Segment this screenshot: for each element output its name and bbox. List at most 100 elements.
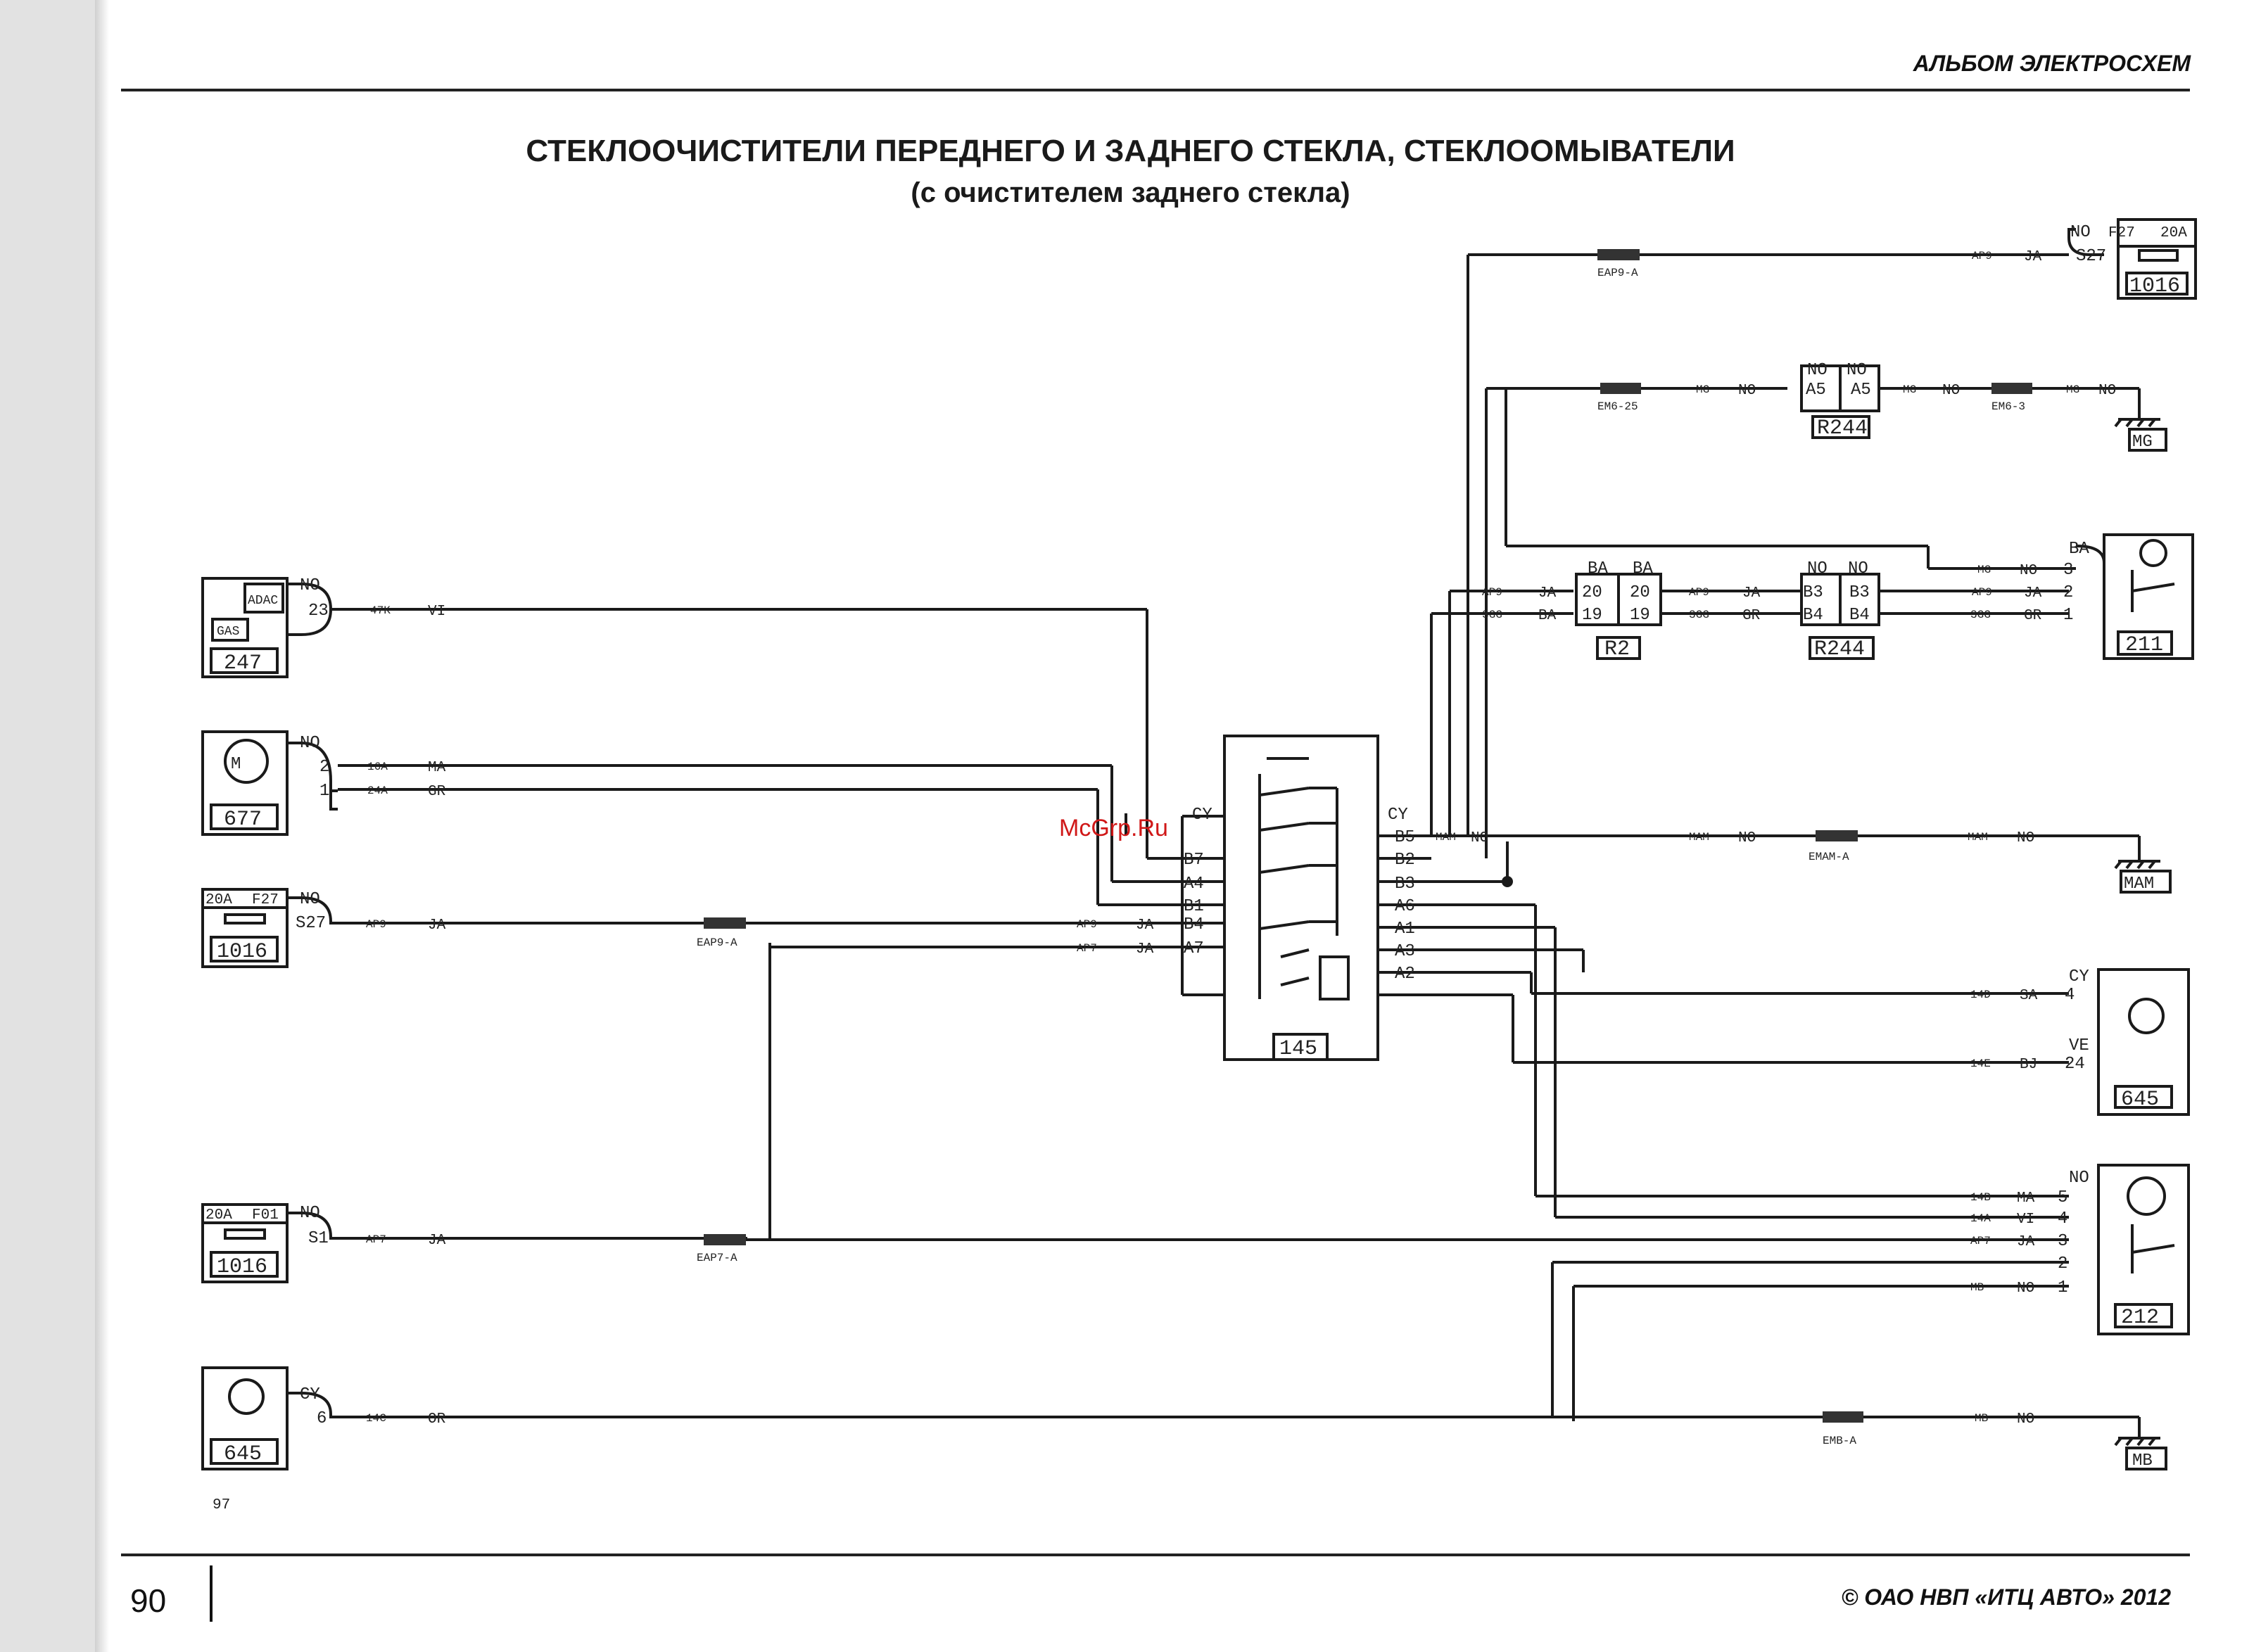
header-rule [121, 89, 2190, 91]
c212-pin-1: 1 [2058, 1278, 2067, 1297]
component-247-id: 247 [224, 652, 262, 675]
c145-pin-a1: A1 [1395, 920, 1415, 939]
em6-3-label: EM6-3 [1991, 400, 2025, 413]
r244b-pin-b4-left: B4 [1803, 606, 1823, 625]
r2-right-color-1: JA [1742, 585, 1761, 602]
emb-label: EMB-A [1823, 1435, 1856, 1447]
c145-pin-b5: B5 [1395, 828, 1415, 847]
c145-pin-b4: B4 [1184, 915, 1204, 934]
eap9-left-label: EAP9-A [697, 936, 737, 949]
c145-b4-color: JA [1136, 917, 1154, 934]
c212-group: NO [2069, 1169, 2089, 1188]
mg-wire-1-color: NO [1738, 383, 1756, 399]
r2-pin-19-left: 19 [1582, 606, 1602, 625]
mg-wire-3-color: NO [2098, 383, 2116, 399]
c1016c-wire-code: AP9 [1972, 250, 1992, 262]
copyright: © ОАО НВП «ИТЦ АВТО» 2012 [1841, 1584, 2171, 1610]
c1016a-wire-color: JA [428, 917, 446, 934]
r244a-group-right: NO [1847, 361, 1867, 380]
component-211-id: 211 [2125, 633, 2163, 657]
gas-label: GAS [217, 625, 239, 639]
c145-b5-color: NO [1471, 830, 1488, 846]
c677-pin-2: 2 [319, 758, 329, 777]
c1016a-fuse: 20A [205, 892, 232, 908]
splice-em6-25 [1600, 383, 1641, 394]
c145-pin-a4: A4 [1184, 875, 1204, 894]
r244a-pin-right: A5 [1851, 381, 1871, 400]
c145-pin-b7: B7 [1184, 851, 1204, 870]
c212-code-2: 14A [1970, 1212, 1991, 1225]
c1016b-fuse: 20A [205, 1207, 232, 1224]
c645a-wire-color: OR [428, 1411, 446, 1428]
c1016c-fuse: 20A [2160, 225, 2187, 241]
album-title: АЛЬБОМ ЭЛЕКТРОСХЕМ [1913, 51, 2191, 76]
c211-pin-2: 2 [2063, 583, 2073, 602]
r2-pin-19-right: 19 [1630, 606, 1650, 625]
c211-color-2: JA [2024, 585, 2042, 602]
r2-left-code-2: 3GG [1482, 609, 1502, 621]
c145-a7-code: AP7 [1077, 942, 1097, 955]
c145-b5-code: MAM [1436, 831, 1456, 844]
c645a-group: CY [300, 1385, 320, 1404]
c212-color-1: MA [2017, 1190, 2035, 1207]
component-645a-id: 645 [224, 1442, 262, 1466]
c645b-color-1: SA [2020, 988, 2038, 1004]
diagram-title: СТЕКЛООЧИСТИТЕЛИ ПЕРЕДНЕГО И ЗАДНЕГО СТЕ… [526, 134, 1735, 168]
page-binding-shadow [95, 0, 109, 1652]
footer-rule [121, 1553, 2190, 1556]
component-1016c-id: 1016 [2129, 274, 2180, 298]
mam-wire-b: MAM [1968, 831, 1988, 844]
c145-pin-b1: B1 [1184, 897, 1204, 916]
c212-color-2: VI [2017, 1212, 2034, 1228]
c1016c-fuse-id: F27 [2108, 225, 2135, 241]
diagram-subtitle: (с очистителем заднего стекла) [911, 177, 1350, 208]
c145-pin-a7: A7 [1184, 939, 1204, 958]
r244b-pin-b3-left: B3 [1803, 583, 1823, 602]
splice-eap9-left [704, 917, 746, 929]
figure-number: 97 [213, 1497, 230, 1513]
c645b-pin-4: 4 [2065, 986, 2075, 1005]
c645b-pin-24: 24 [2065, 1055, 2085, 1074]
c1016a-pin: S27 [296, 914, 326, 933]
c677-wire-code-1: 16A [367, 761, 388, 773]
splice-emb [1823, 1411, 1863, 1423]
c1016b-fuse-id: F01 [252, 1207, 279, 1224]
c212-pin-4: 4 [2058, 1209, 2067, 1228]
c677-group: NO [300, 734, 320, 753]
r2-right-color-2: GR [1742, 608, 1761, 624]
r244a-pin-left: A5 [1806, 381, 1826, 400]
c247-wire-code: 47K [370, 604, 391, 617]
component-645b-id: 645 [2121, 1088, 2159, 1112]
r2-left-code-1: AP9 [1482, 586, 1502, 599]
c1016c-group: NO [2070, 223, 2091, 242]
watermark-text: McGrp.Ru [1059, 815, 1168, 841]
r2-group-left: BA [1588, 559, 1608, 578]
c1016b-wire-code: AP7 [366, 1233, 386, 1246]
c677-wire-color-1: MA [428, 760, 446, 776]
c145-pin-b3: B3 [1395, 875, 1415, 894]
r244a-group-left: NO [1807, 361, 1828, 380]
c1016a-wire-code: AP9 [366, 918, 386, 931]
mb-wire-color: NO [2017, 1411, 2034, 1428]
r2-group-right: BA [1633, 559, 1653, 578]
c645b-group-ve: VE [2069, 1036, 2089, 1055]
c247-group: NO [300, 576, 320, 595]
ground-mb-label: MB [2132, 1451, 2153, 1470]
c645b-color-2: BJ [2020, 1057, 2037, 1073]
c645a-pin: 6 [317, 1409, 327, 1428]
emam-label: EMAM-A [1809, 851, 1849, 863]
c145-left-group: CY [1192, 806, 1212, 825]
c677-wire-color-2: GR [428, 784, 446, 800]
c1016c-pin: S27 [2076, 247, 2106, 266]
c145-pin-a2: A2 [1395, 965, 1415, 984]
c645a-wire-code: 14C [366, 1412, 386, 1425]
c212-code-4: MB [1970, 1281, 1984, 1294]
mg-wire-3: MG [2066, 383, 2079, 396]
page-number: 90 [130, 1582, 167, 1619]
motor-m-label: M [231, 755, 241, 774]
c145-pin-a6: A6 [1395, 897, 1415, 916]
c645b-code-1: 14D [1970, 989, 1991, 1001]
c211-group: BA [2069, 540, 2089, 559]
